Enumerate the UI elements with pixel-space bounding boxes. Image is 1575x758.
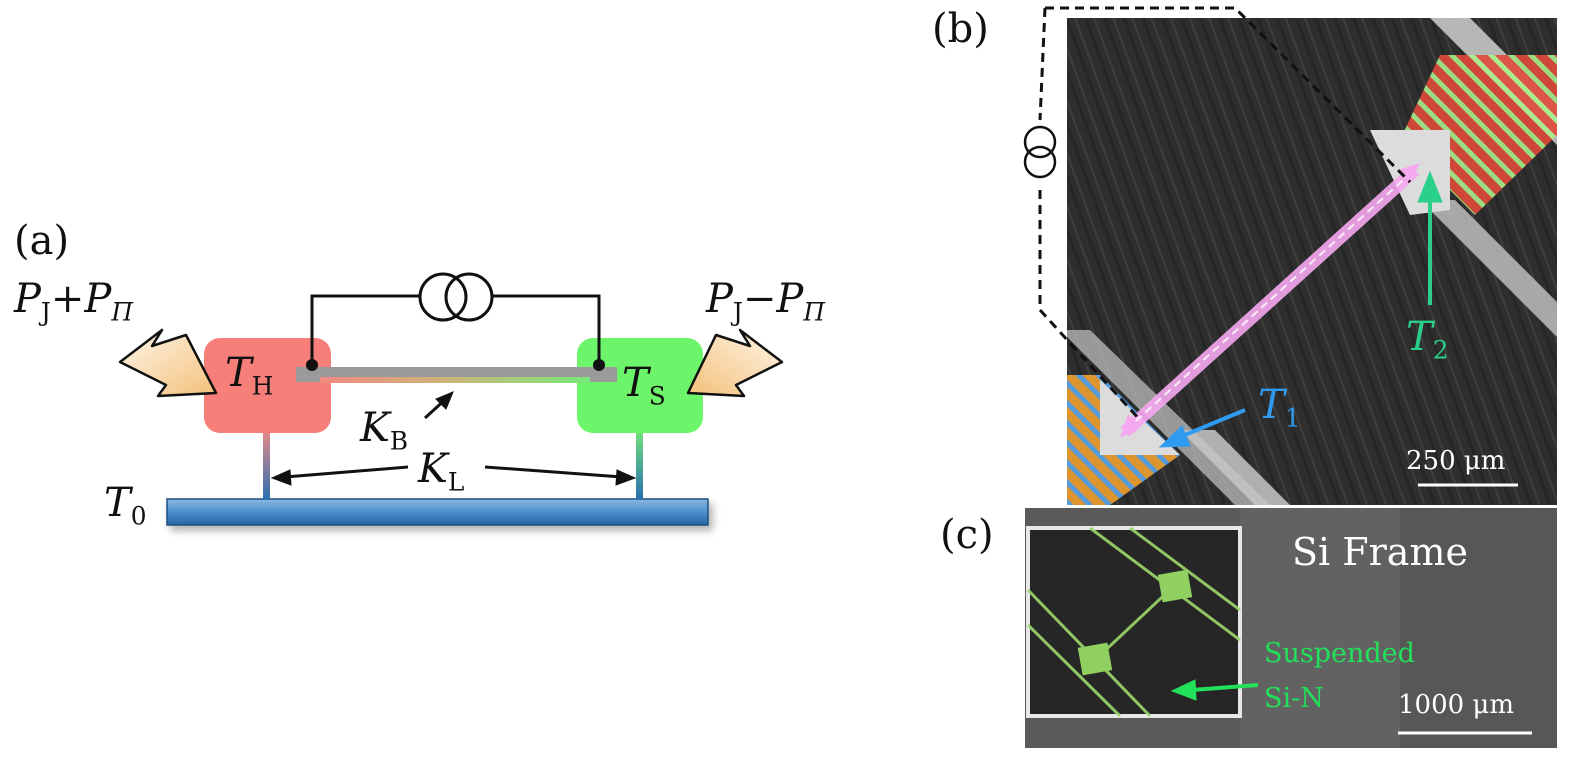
kb-k: K xyxy=(360,405,390,451)
beam-arrowhead-bottom-icon xyxy=(1120,414,1140,438)
panel-c-label: (c) xyxy=(940,512,994,558)
suspended-label-line2: Si-N xyxy=(1264,683,1324,714)
t2-t: T xyxy=(1406,314,1433,360)
kb-sub: B xyxy=(389,426,409,456)
kl-label: KL xyxy=(418,446,464,497)
panel-b-current-source-icon xyxy=(1023,125,1057,179)
bridge-bottom xyxy=(320,377,590,383)
contact-dot-right xyxy=(593,359,605,371)
t1-arrow-icon xyxy=(1158,408,1246,448)
power-right-op: − xyxy=(742,276,777,322)
panel-b-dashed-wire xyxy=(1038,6,1412,422)
sample-block-label: TS xyxy=(622,360,666,411)
t2-label: T2 xyxy=(1406,314,1448,365)
power-right-j: J xyxy=(732,297,743,327)
kl-arrow-icon xyxy=(270,465,637,486)
left-leg xyxy=(263,432,270,500)
panel-b-scale-text: 250 μm xyxy=(1406,446,1506,476)
hot-t: T xyxy=(225,350,252,396)
t2-arrow-icon xyxy=(1417,170,1443,305)
sample-block xyxy=(577,338,703,433)
suspended-arrow-icon xyxy=(1170,679,1259,701)
kb-label: KB xyxy=(360,405,408,456)
kl-sub: L xyxy=(447,467,465,497)
hot-sub: H xyxy=(251,371,274,401)
current-source-icon xyxy=(418,272,494,322)
contact-dot-left xyxy=(306,359,318,371)
si-frame-label: Si Frame xyxy=(1292,530,1468,574)
hot-block-label: TH xyxy=(225,350,273,401)
kb-arrow-icon xyxy=(423,391,454,420)
power-left-pi: Π xyxy=(111,297,133,327)
power-left-p2: P xyxy=(84,276,112,322)
bath-label: T0 xyxy=(104,480,146,531)
bath-plate xyxy=(166,498,709,526)
power-left-p: P xyxy=(14,276,41,322)
panel-c-scale-text: 1000 μm xyxy=(1398,690,1514,720)
t1-t: T xyxy=(1258,382,1285,428)
sample-t: T xyxy=(622,360,649,406)
bath-t: T xyxy=(104,480,131,526)
power-right-pi: Π xyxy=(803,297,825,327)
sample-sub: S xyxy=(648,381,666,411)
t2-sub: 2 xyxy=(1432,335,1449,365)
power-left-j: J xyxy=(40,297,51,327)
heat-arrow-left-icon xyxy=(118,328,218,398)
t1-sub: 1 xyxy=(1284,403,1301,433)
kl-k: K xyxy=(418,446,448,492)
hot-block xyxy=(204,338,331,433)
power-right-p2: P xyxy=(776,276,804,322)
heat-arrow-right-icon xyxy=(686,328,784,398)
beam-arrowhead-top-icon xyxy=(1398,163,1420,182)
t1-label: T1 xyxy=(1258,382,1300,433)
bath-sub: 0 xyxy=(130,501,147,531)
right-leg xyxy=(636,432,643,500)
power-right-label: PJ−PΠ xyxy=(706,276,825,327)
panel-c-platform-1 xyxy=(1157,569,1193,603)
power-right-p: P xyxy=(706,276,733,322)
power-left-op: + xyxy=(50,276,85,322)
circuit-wire xyxy=(310,294,601,366)
panel-a-label: (a) xyxy=(14,218,70,264)
panel-c-platform-2 xyxy=(1077,642,1113,676)
panel-b-label: (b) xyxy=(932,6,989,52)
suspended-label-line1: Suspended xyxy=(1264,638,1415,669)
power-left-label: PJ+PΠ xyxy=(14,276,133,327)
